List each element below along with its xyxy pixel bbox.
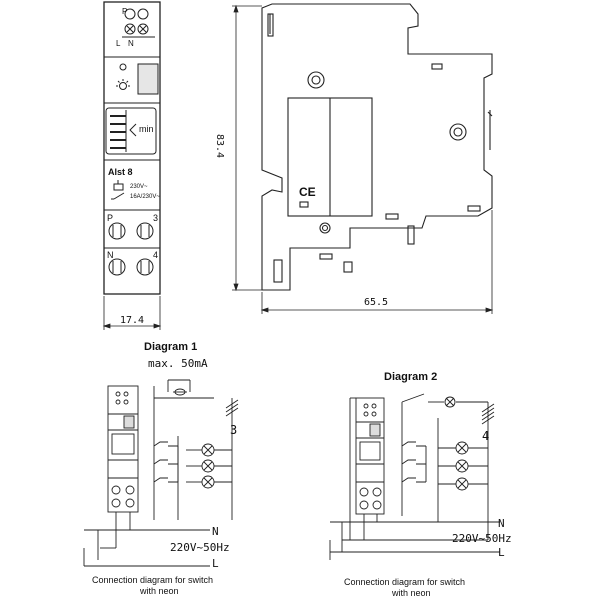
relay-symbol — [111, 180, 125, 200]
terminal-label-p: P — [107, 213, 114, 223]
lamp-icon — [116, 79, 130, 90]
delay-label: min — [139, 124, 154, 134]
front-view-outline — [103, 1, 161, 295]
terminal-label-n: N — [107, 250, 114, 260]
width-dimension-value: 17.4 — [120, 315, 145, 326]
neon-indicator — [119, 63, 127, 71]
diagram1-title: Diagram 1 — [144, 341, 198, 353]
side-view-outline — [261, 3, 493, 291]
diagram2-device — [355, 397, 385, 515]
diagram1-caption-line2: with neon — [140, 586, 179, 596]
symbol-p: P — [122, 7, 128, 16]
height-dimension-value: 83.4 — [214, 134, 225, 159]
height-dimension — [232, 4, 262, 292]
diagram1-device — [107, 385, 139, 513]
diagram2-supply: 220V~50Hz — [452, 532, 512, 545]
diagram2-caption-line1: Connection diagram for switch — [344, 577, 466, 587]
diagram1-n-label: N — [212, 525, 219, 538]
diagram2-wiring — [329, 393, 500, 560]
model-name: Alst 8 — [108, 167, 133, 177]
depth-dimension-value: 65.5 — [364, 297, 389, 308]
ce-mark: CE — [299, 185, 316, 199]
diagram2-n-label: N — [498, 517, 505, 530]
diagram1-l-label: L — [212, 557, 219, 570]
terminal-label-3: 3 — [153, 213, 159, 223]
depth-dimension — [260, 210, 494, 314]
push-button — [137, 63, 159, 95]
diagram1-caption-line1: Connection diagram for switch — [92, 575, 214, 585]
terminal-symbol-circles — [122, 8, 155, 38]
diagram2-wire-count: 4 — [482, 429, 490, 443]
diagram1-max-current: max. 50mA — [148, 357, 208, 370]
diagram2-l-label: L — [498, 546, 505, 559]
symbol-l-label: L — [116, 39, 121, 48]
diagram1-supply: 220V~50Hz — [170, 541, 230, 554]
symbol-n-label: N — [128, 39, 134, 48]
terminal-label-4: 4 — [153, 250, 159, 260]
diagram1-wire-count: 3 — [230, 423, 238, 437]
terminal-screws — [108, 222, 154, 276]
rating-line-2: 16A/230V~ — [130, 194, 160, 200]
rating-line-1: 230V~ — [130, 184, 148, 190]
diagram1-wiring — [83, 379, 239, 567]
diagram2-title: Diagram 2 — [384, 371, 438, 383]
width-dimension — [102, 296, 162, 330]
diagram2-caption-line2: with neon — [392, 588, 431, 598]
time-dial — [105, 107, 157, 155]
